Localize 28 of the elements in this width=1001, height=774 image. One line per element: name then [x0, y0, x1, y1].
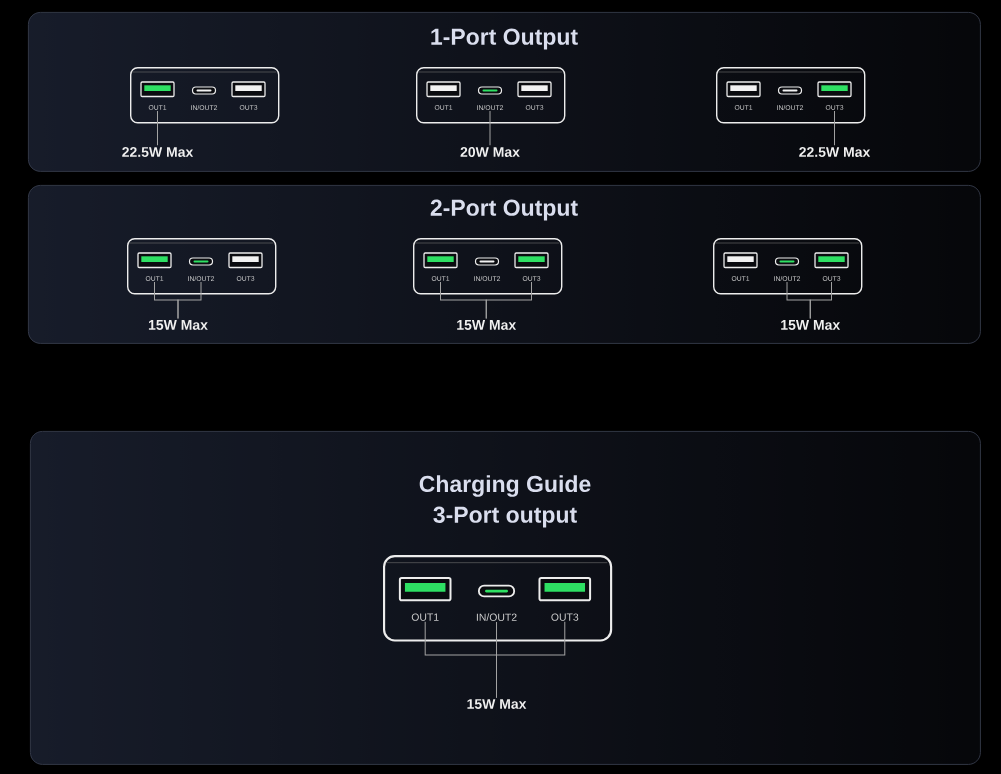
- power-bank-outline: [416, 67, 566, 124]
- leader-line: [489, 110, 491, 146]
- power-rating: 22.5W Max: [799, 147, 871, 157]
- power-bank-outline: [413, 238, 563, 295]
- bracket-line: [177, 281, 202, 319]
- port-label: OUT1: [411, 613, 439, 621]
- power-rating: 15W Max: [148, 320, 208, 330]
- panel-title: 3-Port output: [433, 506, 577, 528]
- port-label: IN/OUT2: [476, 613, 517, 621]
- power-bank-outline: [130, 67, 280, 124]
- power-rating: 15W Max: [781, 320, 841, 330]
- bracket-line: [485, 281, 532, 319]
- power-bank-outline: [127, 238, 277, 295]
- panel-title: 2-Port Output: [430, 199, 578, 221]
- power-rating: 20W Max: [460, 147, 520, 157]
- power-bank-outline: [383, 555, 613, 642]
- power-rating: 15W Max: [457, 320, 517, 330]
- bracket-line: [496, 621, 566, 698]
- power-bank-outline: [716, 67, 866, 124]
- leader-line: [157, 110, 158, 146]
- power-bank-outline: [713, 238, 863, 295]
- panel-title: Charging Guide: [419, 475, 591, 497]
- bracket-line: [809, 281, 832, 319]
- panel-title: 1-Port Output: [431, 28, 578, 50]
- power-rating: 22.5W Max: [122, 147, 194, 157]
- leader-line: [834, 110, 835, 146]
- power-rating: 15W Max: [467, 699, 527, 709]
- port-label: OUT3: [551, 613, 579, 621]
